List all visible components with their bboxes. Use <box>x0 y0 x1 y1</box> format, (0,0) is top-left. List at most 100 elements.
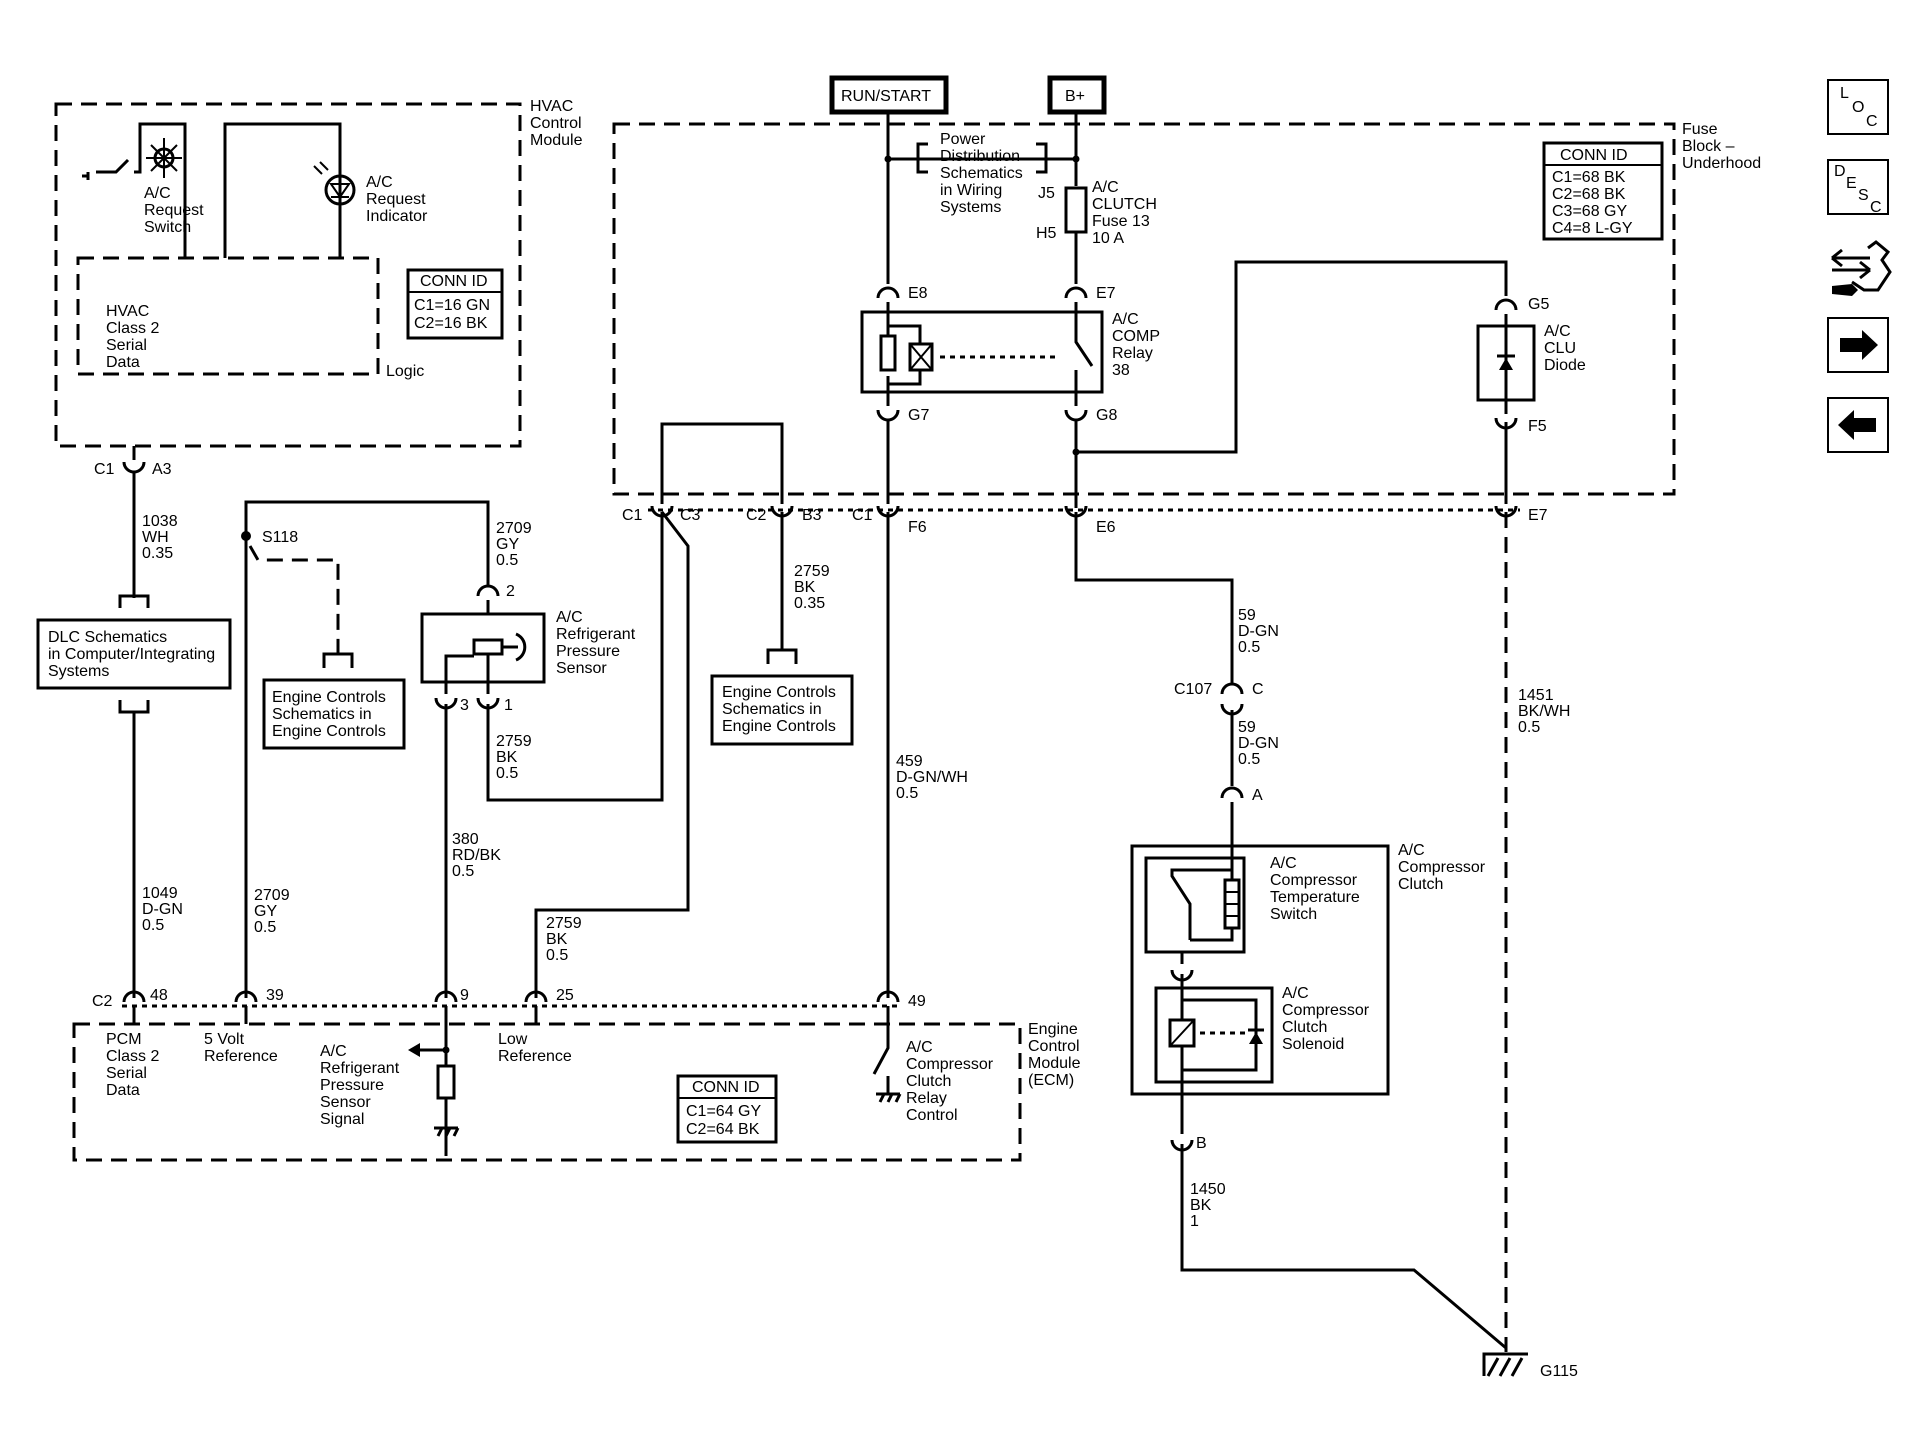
wire-2709 <box>244 500 490 998</box>
svg-text:Fuse 13: Fuse 13 <box>1092 213 1150 230</box>
svg-text:0.35: 0.35 <box>142 545 173 562</box>
svg-text:G8: G8 <box>1096 407 1117 424</box>
svg-text:A/C: A/C <box>1270 855 1297 872</box>
svg-text:BK/WH: BK/WH <box>1518 703 1570 720</box>
svg-text:BK: BK <box>1190 1197 1212 1214</box>
svg-text:C1=16 GN: C1=16 GN <box>414 297 490 314</box>
svg-text:0.5: 0.5 <box>496 765 518 782</box>
svg-text:BK: BK <box>496 749 518 766</box>
svg-text:Power: Power <box>940 131 986 148</box>
svg-text:BK: BK <box>546 931 568 948</box>
svg-text:Compressor: Compressor <box>906 1056 994 1073</box>
svg-text:Sensor: Sensor <box>320 1094 371 1111</box>
svg-text:HVAC: HVAC <box>530 98 573 115</box>
ac-compressor-temperature-switch: A/C Compressor Temperature Switch <box>1144 802 1360 964</box>
connector-internal <box>1170 969 1194 988</box>
connector-g5: G5 <box>1494 296 1549 313</box>
power-distribution-ref: Power Distribution Schematics in Wiring … <box>884 131 1080 216</box>
svg-text:0.5: 0.5 <box>254 919 276 936</box>
svg-text:E: E <box>1846 175 1857 192</box>
svg-text:Compressor: Compressor <box>1398 859 1486 876</box>
svg-text:C2: C2 <box>746 507 767 524</box>
lamp-icon <box>324 174 356 206</box>
svg-text:in Computer/Integrating: in Computer/Integrating <box>48 646 215 663</box>
low-reference-label: Low Reference <box>498 1031 572 1065</box>
svg-text:CONN ID: CONN ID <box>1560 147 1628 164</box>
svg-text:Schematics: Schematics <box>940 165 1023 182</box>
conn-id-ecm: CONN ID C1=64 GY C2=64 BK <box>676 1074 778 1144</box>
svg-text:RUN/START: RUN/START <box>841 88 931 105</box>
hvac-module-outline <box>54 102 522 448</box>
location-button[interactable]: L O C <box>1827 79 1889 135</box>
svg-text:Schematics in: Schematics in <box>722 701 822 718</box>
engine-controls-2-connector <box>766 648 798 664</box>
svg-text:CLUTCH: CLUTCH <box>1092 196 1157 213</box>
svg-text:C1: C1 <box>622 507 643 524</box>
label-wire-2709-top: 2709 GY 0.5 <box>496 520 532 569</box>
svg-text:Class 2: Class 2 <box>106 320 159 337</box>
svg-text:1450: 1450 <box>1190 1181 1226 1198</box>
dlc-schematics-ref: DLC Schematics in Computer/Integrating S… <box>36 618 232 690</box>
svg-text:38: 38 <box>1112 362 1130 379</box>
svg-text:Clutch: Clutch <box>1398 876 1443 893</box>
label-wire-59-bottom: 59 D-GN 0.5 <box>1238 719 1279 768</box>
svg-text:Engine Controls: Engine Controls <box>722 684 836 701</box>
svg-text:9: 9 <box>460 987 469 1004</box>
wire-2759-sensor <box>486 512 664 802</box>
ac-clu-diode: A/C CLU Diode <box>1476 314 1586 402</box>
svg-text:CLU: CLU <box>1544 340 1576 357</box>
svg-text:A/C: A/C <box>1092 179 1119 196</box>
svg-text:0.5: 0.5 <box>546 947 568 964</box>
run-start-feed: RUN/START <box>829 75 949 115</box>
pcm-serial-label: PCM Class 2 Serial Data <box>106 1031 159 1099</box>
svg-text:CONN ID: CONN ID <box>420 273 488 290</box>
connector-g7: G7 <box>876 407 929 424</box>
svg-text:C1=68 BK: C1=68 BK <box>1552 169 1626 186</box>
svg-text:A/C: A/C <box>1398 842 1425 859</box>
svg-text:Schematics in: Schematics in <box>272 706 372 723</box>
connector-c1-f6: C1 F6 <box>852 420 927 536</box>
svg-text:Control: Control <box>1028 1038 1080 1055</box>
description-button[interactable]: D E S C <box>1827 159 1889 216</box>
svg-text:10 A: 10 A <box>1092 230 1124 247</box>
previous-page-button[interactable] <box>1827 397 1889 453</box>
ac-compressor-clutch-label: A/C Compressor Clutch <box>1398 842 1486 893</box>
connector-e7-top: E7 <box>1064 285 1116 302</box>
label-wire-2759-low: 2759 BK 0.5 <box>546 915 582 964</box>
svg-text:G5: G5 <box>1528 296 1549 313</box>
svg-text:Block –: Block – <box>1682 138 1735 155</box>
svg-text:Engine: Engine <box>1028 1021 1078 1038</box>
connector-tool-icon[interactable] <box>1831 240 1892 296</box>
svg-text:49: 49 <box>908 993 926 1010</box>
svg-text:Indicator: Indicator <box>366 208 428 225</box>
svg-text:A/C: A/C <box>906 1039 933 1056</box>
svg-text:C107: C107 <box>1174 681 1212 698</box>
svg-text:D-GN/WH: D-GN/WH <box>896 769 968 786</box>
svg-text:A/C: A/C <box>1112 311 1139 328</box>
svg-text:Systems: Systems <box>48 663 109 680</box>
label-wire-380: 380 RD/BK 0.5 <box>452 831 501 880</box>
svg-text:C2=64 BK: C2=64 BK <box>686 1121 760 1138</box>
svg-text:D-GN: D-GN <box>142 901 183 918</box>
svg-text:Reference: Reference <box>498 1048 572 1065</box>
svg-text:0.5: 0.5 <box>1238 639 1260 656</box>
svg-text:A/C: A/C <box>144 185 171 202</box>
svg-text:COMP: COMP <box>1112 328 1160 345</box>
ecm-pin-48: C2 48 <box>92 987 168 1024</box>
svg-text:Underhood: Underhood <box>1682 155 1761 172</box>
svg-text:Diode: Diode <box>1544 357 1586 374</box>
hvac-module-label: HVAC Control Module <box>530 98 583 149</box>
svg-text:E7: E7 <box>1096 285 1116 302</box>
svg-text:C4=8 L-GY: C4=8 L-GY <box>1552 220 1633 237</box>
svg-text:A3: A3 <box>152 461 172 478</box>
ac-compressor-clutch-solenoid: A/C Compressor Clutch Solenoid <box>1154 985 1370 1084</box>
ecm-pin-39: 39 <box>234 987 284 1024</box>
svg-text:Data: Data <box>106 354 140 371</box>
next-page-button[interactable] <box>1827 317 1889 373</box>
svg-text:C: C <box>1866 113 1878 130</box>
ecm-label: Engine Control Module (ECM) <box>1028 1021 1081 1089</box>
svg-text:59: 59 <box>1238 719 1256 736</box>
svg-text:0.5: 0.5 <box>896 785 918 802</box>
label-wire-1451: 1451 BK/WH 0.5 <box>1518 687 1570 736</box>
svg-text:0.35: 0.35 <box>794 595 825 612</box>
